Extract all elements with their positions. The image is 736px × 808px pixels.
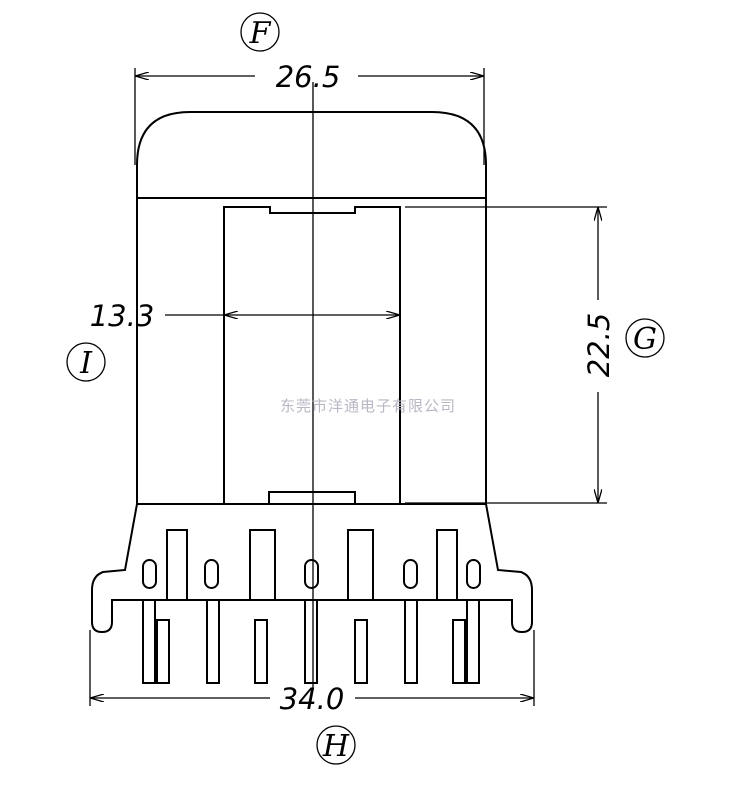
base-rib-3 (347, 529, 374, 600)
core-window-bottom-tab (268, 491, 356, 505)
dim-top-width: 26.5 (276, 60, 341, 94)
dim-inner-width: 13.3 (90, 299, 155, 333)
pin-7 (404, 599, 418, 684)
pin-slot-2 (204, 559, 219, 589)
pin-3 (206, 599, 220, 684)
base-rib-2 (249, 529, 276, 600)
pin-8 (452, 619, 466, 684)
core-window (223, 206, 401, 505)
dim-base-width: 34.0 (280, 682, 345, 716)
label-f-text: F (249, 16, 272, 51)
label-g-text: G (633, 322, 657, 357)
label-h: H (316, 725, 356, 765)
dim-height: 22.5 (582, 313, 616, 378)
pin-5 (304, 599, 318, 684)
label-i: I (66, 342, 106, 382)
base-outline (91, 503, 533, 634)
pin-slot-1 (142, 559, 157, 589)
label-f: F (240, 12, 280, 52)
pin-slot-4 (403, 559, 418, 589)
pin-2 (156, 619, 170, 684)
top-flange (136, 111, 487, 199)
label-h-text: H (322, 729, 350, 764)
watermark: 东莞市洋通电子有限公司 (280, 397, 456, 415)
label-i-text: I (79, 346, 93, 381)
label-g: G (625, 318, 665, 358)
base-rib-1 (166, 529, 188, 600)
pin-1 (142, 599, 156, 684)
base-rib-4 (436, 529, 458, 600)
pin-4 (254, 619, 268, 684)
pin-slot-3 (304, 559, 319, 589)
pin-9 (466, 599, 480, 684)
pin-6 (354, 619, 368, 684)
pin-slot-5 (466, 559, 481, 589)
